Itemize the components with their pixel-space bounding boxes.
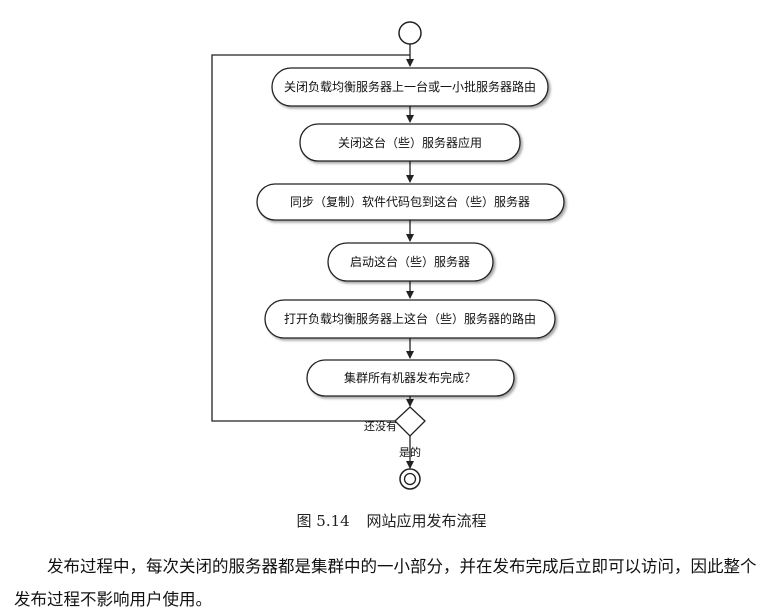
- figure-caption: 图 5.14 网站应用发布流程: [0, 510, 783, 531]
- activity-step-6: 集群所有机器发布完成？: [306, 359, 515, 397]
- end-node: [399, 468, 421, 490]
- step-label: 同步（复制）软件代码包到这台（些）服务器: [290, 194, 530, 209]
- step-label: 集群所有机器发布完成？: [344, 370, 476, 385]
- activity-step-1: 关闭负载均衡服务器上一台或一小批服务器路由: [271, 67, 549, 107]
- activity-step-4: 启动这台（些）服务器: [327, 242, 494, 282]
- activity-step-5: 打开负载均衡服务器上这台（些）服务器的路由: [264, 299, 556, 339]
- activity-step-2: 关闭这台（些）服务器应用: [299, 123, 521, 162]
- step-label: 关闭负载均衡服务器上一台或一小批服务器路由: [284, 79, 536, 94]
- decision-yes-label: 是的: [399, 445, 421, 459]
- start-node: [398, 21, 422, 45]
- step-label: 启动这台（些）服务器: [350, 254, 470, 269]
- loop-back-line: [211, 54, 410, 422]
- activity-diagram: 关闭负载均衡服务器上一台或一小批服务器路由 关闭这台（些）服务器应用 同步（复制…: [211, 21, 565, 490]
- decision-node: [394, 406, 426, 437]
- body-paragraph: 发布过程中，每次关闭的服务器都是集群中的一小部分，并在发布完成后立即可以访问，因…: [14, 557, 757, 609]
- decision-no-label: 还没有: [364, 419, 397, 433]
- step-label: 打开负载均衡服务器上这台（些）服务器的路由: [284, 311, 536, 326]
- activity-step-3: 同步（复制）软件代码包到这台（些）服务器: [256, 183, 565, 221]
- figure-title: 网站应用发布流程: [366, 512, 487, 530]
- step-label: 关闭这台（些）服务器应用: [338, 135, 482, 150]
- figure-number: 图 5.14: [296, 512, 350, 530]
